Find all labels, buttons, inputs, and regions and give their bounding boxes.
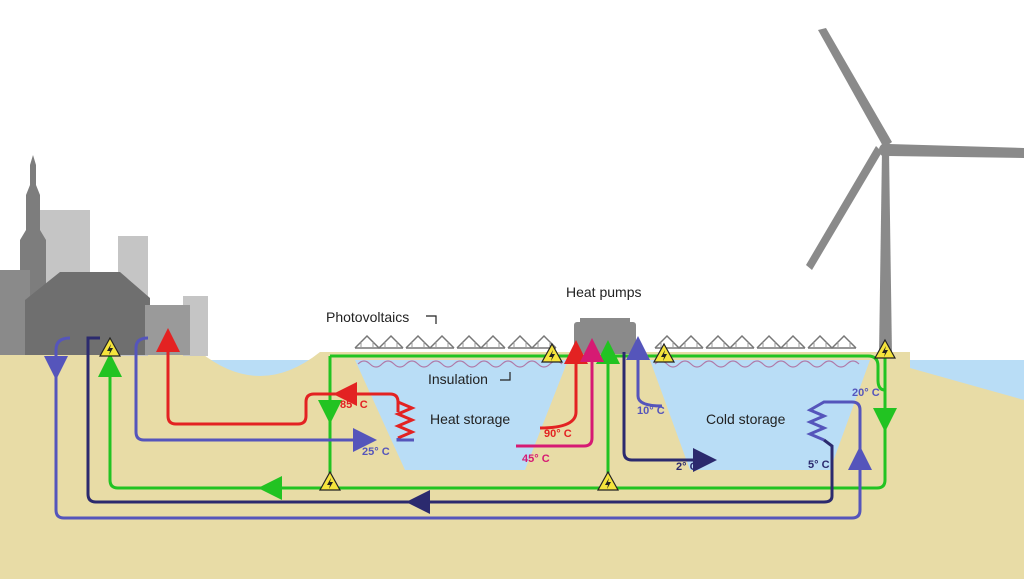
wind-turbine: [806, 28, 1024, 355]
insulation-label: Insulation: [428, 371, 488, 387]
cool-water-lines: [44, 336, 872, 520]
heat-storage-basin: [355, 360, 568, 470]
hot-water-lines: [156, 328, 588, 440]
insulation-wave-left: [357, 360, 563, 368]
temp-5: 5° C: [808, 459, 830, 471]
heat-pump-unit: [574, 318, 636, 354]
photovoltaics-label: Photovoltaics: [326, 309, 409, 325]
temp-25: 25° C: [362, 446, 390, 458]
heat-storage-label: Heat storage: [430, 411, 510, 427]
cold-water-lines: [86, 336, 834, 514]
temp-10: 10° C: [637, 405, 665, 417]
warm-return-line: [516, 338, 604, 448]
temp-90: 90° C: [544, 428, 572, 440]
cold-storage-label: Cold storage: [706, 411, 786, 427]
temp-2: 2° C: [676, 461, 698, 473]
insulation-leader: [500, 372, 511, 381]
temp-85: 85° C: [340, 399, 368, 411]
cold-storage-basin: [650, 360, 870, 470]
insulation-wave-right: [654, 360, 860, 368]
city-silhouette: [0, 155, 208, 356]
photovoltaics-leader: [426, 315, 437, 324]
temp-20: 20° C: [852, 387, 880, 399]
heat-pumps-label: Heat pumps: [566, 284, 641, 300]
temp-45: 45° C: [522, 453, 550, 465]
